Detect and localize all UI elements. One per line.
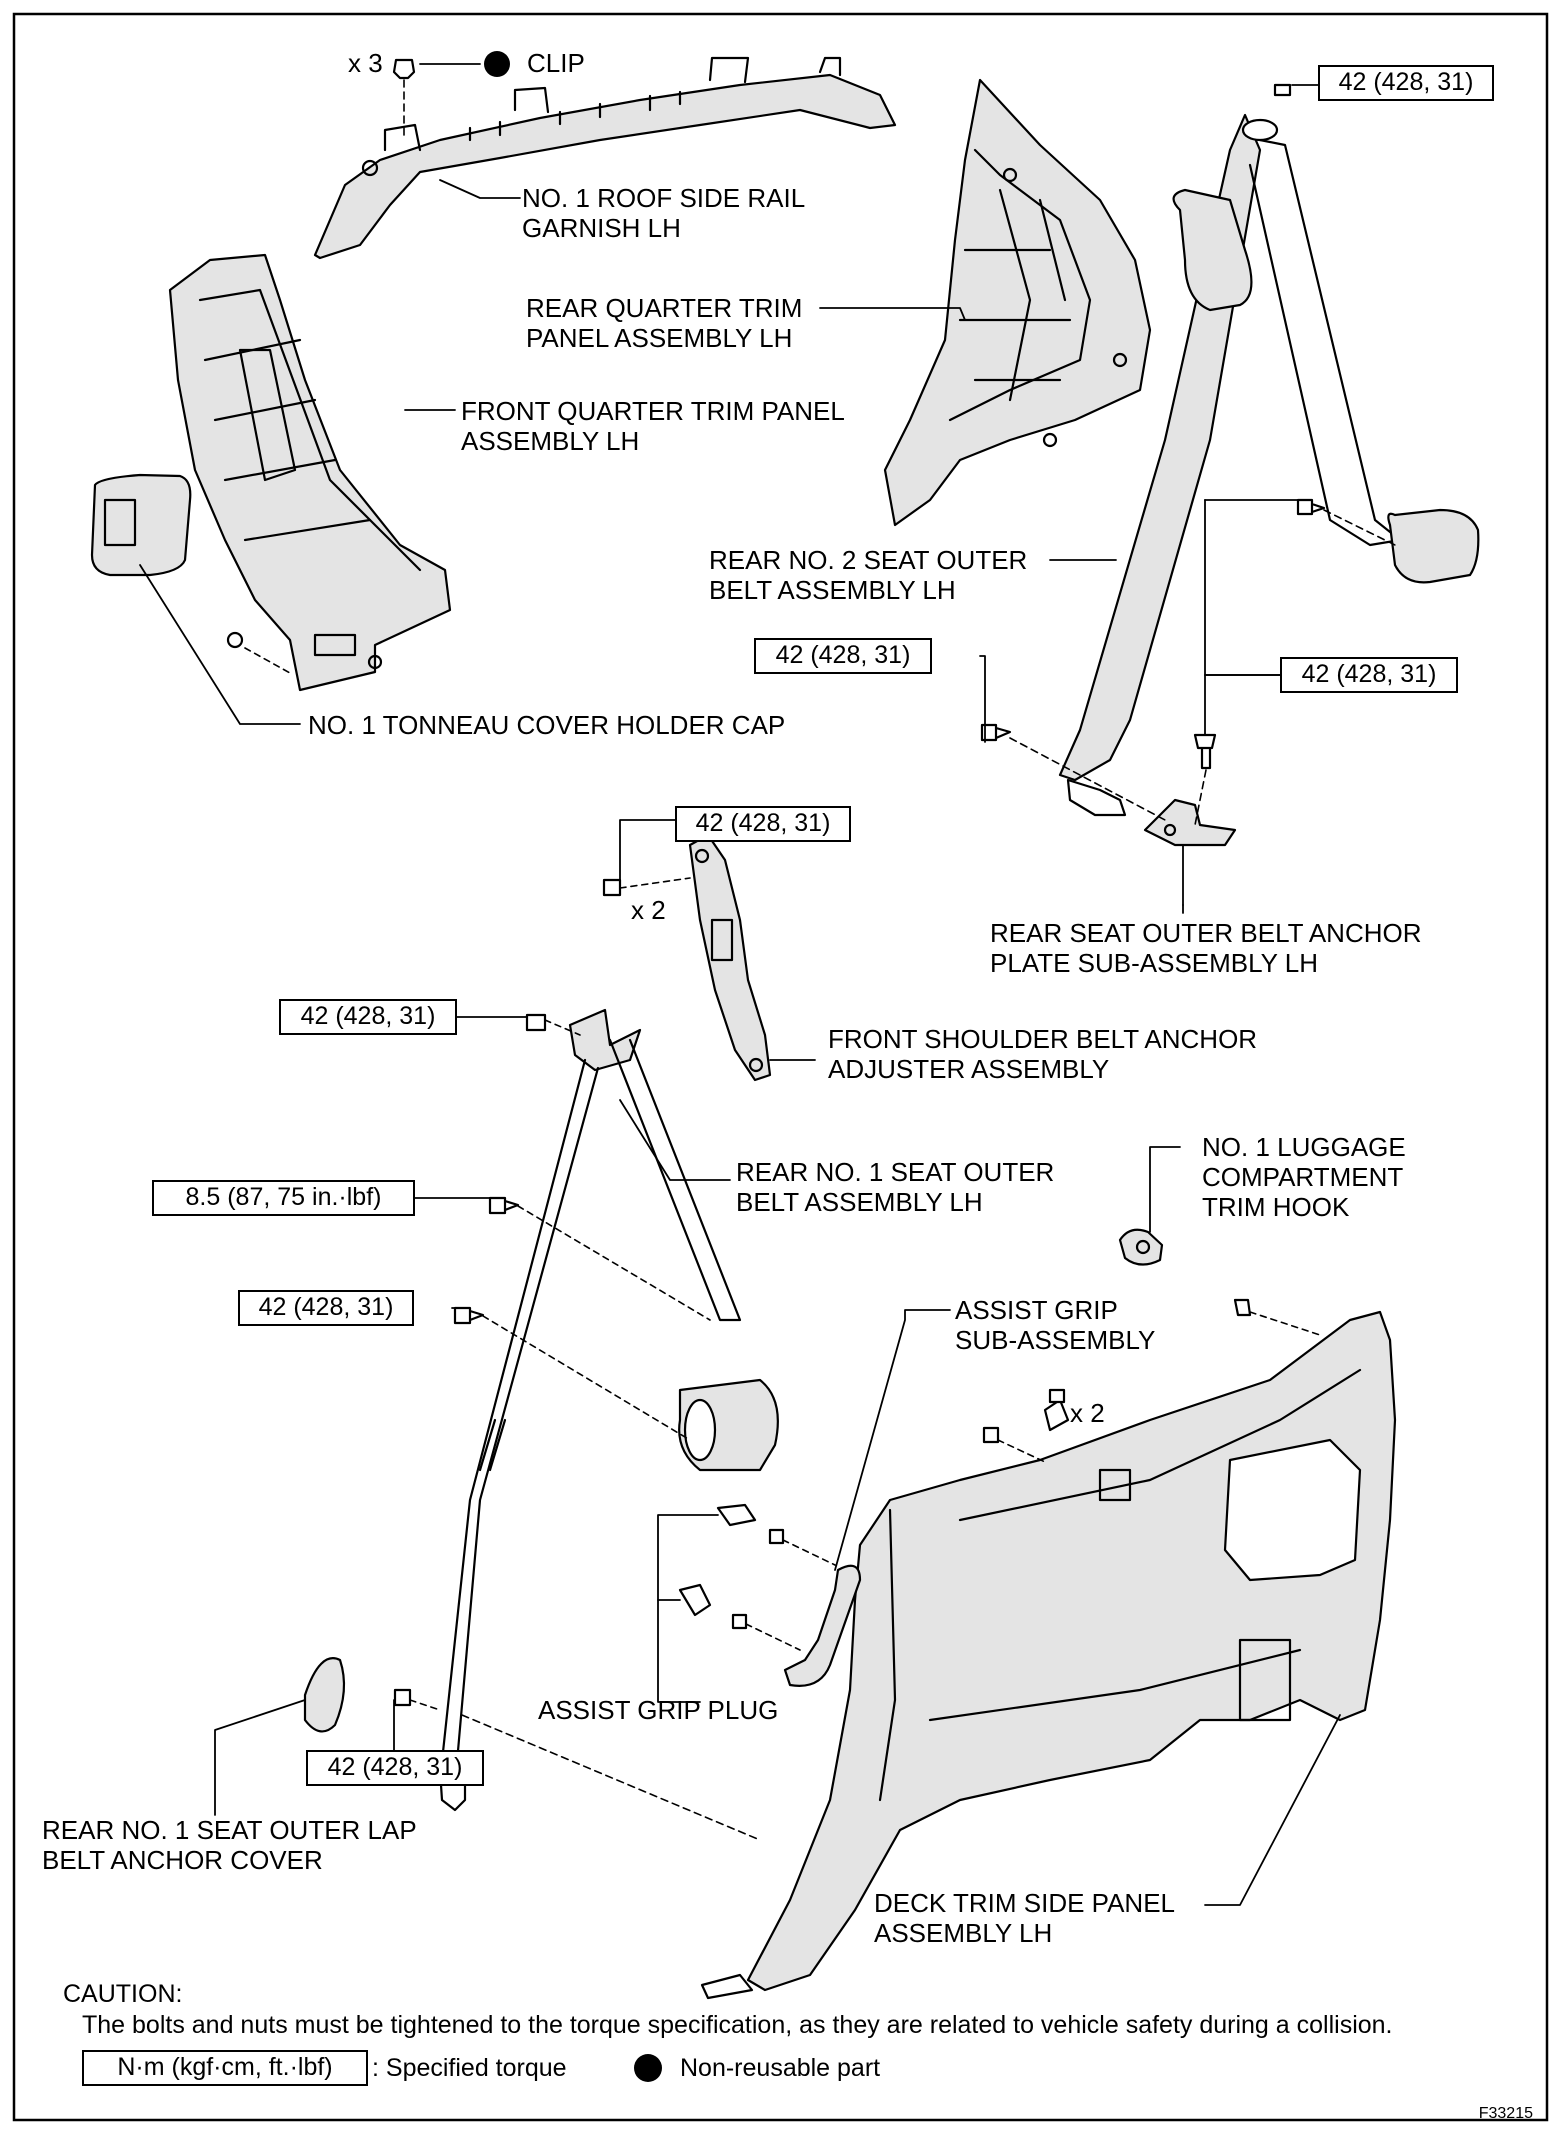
luggage-hook-part (1118, 1228, 1164, 1266)
non-reusable-marker-clip (484, 51, 510, 77)
rear-no1-belt-part (438, 1008, 779, 1812)
label-rear-quarter-1: REAR QUARTER TRIM (526, 293, 803, 323)
label-rear2-belt-2: BELT ASSEMBLY LH (709, 575, 956, 605)
label-assist-grip-2: SUB-ASSEMBLY (955, 1325, 1156, 1355)
clip-icon (392, 58, 416, 136)
label-assist-grip-plug: ASSIST GRIP PLUG (538, 1695, 779, 1725)
figure-id: F33215 (1478, 2105, 1533, 2122)
torque-box-small-bolt: 8.5 (87, 75 in.·lbf) (152, 1180, 415, 1216)
front-quarter-trim-panel-part (168, 253, 452, 692)
assist-grip-part (678, 1503, 862, 1687)
adjuster-bolt-count: x 2 (631, 895, 666, 925)
label-anchor-plate-2: PLATE SUB-ASSEMBLY LH (990, 948, 1319, 978)
rear-no2-belt-part (1058, 83, 1480, 817)
label-shoulder-adjuster-1: FRONT SHOULDER BELT ANCHOR (828, 1024, 1258, 1054)
label-assist-grip-1: ASSIST GRIP (955, 1295, 1118, 1325)
label-luggage-hook-2: COMPARTMENT (1202, 1162, 1404, 1192)
torque-box-rear2-lower: 42 (428, 31) (754, 638, 932, 674)
label-shoulder-adjuster-2: ADJUSTER ASSEMBLY (828, 1054, 1110, 1084)
caution-title: CAUTION: (63, 1980, 183, 2008)
lap-anchor-cover-part (303, 1657, 761, 1841)
roof-rail-garnish-part (313, 56, 897, 260)
label-anchor-plate-1: REAR SEAT OUTER BELT ANCHOR (990, 918, 1422, 948)
clip-label: CLIP (527, 48, 585, 78)
label-deck-panel-1: DECK TRIM SIDE PANEL (874, 1888, 1175, 1918)
torque-box-lap-anchor: 42 (428, 31) (306, 1750, 484, 1786)
clip-count: x 3 (348, 48, 383, 78)
label-tonneau-cap: NO. 1 TONNEAU COVER HOLDER CAP (308, 710, 786, 740)
caution-text: The bolts and nuts must be tightened to … (82, 2011, 1393, 2039)
label-lap-cover-2: BELT ANCHOR COVER (42, 1845, 323, 1875)
label-lap-cover-1: REAR NO. 1 SEAT OUTER LAP (42, 1815, 417, 1845)
anchor-plate-part (1143, 798, 1237, 906)
deck-bolt-count: x 2 (1070, 1398, 1105, 1428)
rear-quarter-trim-panel-part (883, 78, 1152, 527)
label-rear-quarter-2: PANEL ASSEMBLY LH (526, 323, 793, 353)
label-roof-rail-1: NO. 1 ROOF SIDE RAIL (522, 183, 806, 213)
label-rear1-belt-1: REAR NO. 1 SEAT OUTER (736, 1157, 1055, 1187)
torque-box-retractor-top: 42 (428, 31) (1318, 65, 1494, 101)
deck-trim-side-panel-part (700, 1298, 1397, 2000)
label-front-quarter-2: ASSEMBLY LH (461, 426, 640, 456)
label-luggage-hook-3: TRIM HOOK (1202, 1192, 1350, 1222)
legend-torque-box: N·m (kgf·cm, ft.·lbf) (82, 2050, 368, 2086)
legend-nonreusable: Non-reusable part (680, 2054, 881, 2082)
label-luggage-hook-1: NO. 1 LUGGAGE (1202, 1132, 1406, 1162)
non-reusable-marker-legend (634, 2054, 662, 2082)
label-deck-panel-2: ASSEMBLY LH (874, 1918, 1053, 1948)
legend-torque-desc: : Specified torque (372, 2054, 567, 2082)
diagram-frame (12, 12, 1549, 2122)
torque-box-retractor-bolt: 42 (428, 31) (238, 1290, 414, 1326)
label-rear2-belt-1: REAR NO. 2 SEAT OUTER (709, 545, 1028, 575)
label-roof-rail-2: GARNISH LH (522, 213, 681, 243)
anchor-bolts (980, 498, 1396, 826)
torque-box-shoulder-nut: 42 (428, 31) (279, 999, 457, 1035)
label-front-quarter-1: FRONT QUARTER TRIM PANEL (461, 396, 845, 426)
label-rear1-belt-2: BELT ASSEMBLY LH (736, 1187, 983, 1217)
leader-lines (139, 63, 1341, 1906)
torque-box-adjuster: 42 (428, 31) (675, 806, 851, 842)
torque-box-retractor-bottom: 42 (428, 31) (1280, 657, 1458, 693)
tonneau-cover-cap-part (90, 473, 291, 674)
shoulder-adjuster-part (602, 833, 772, 1082)
